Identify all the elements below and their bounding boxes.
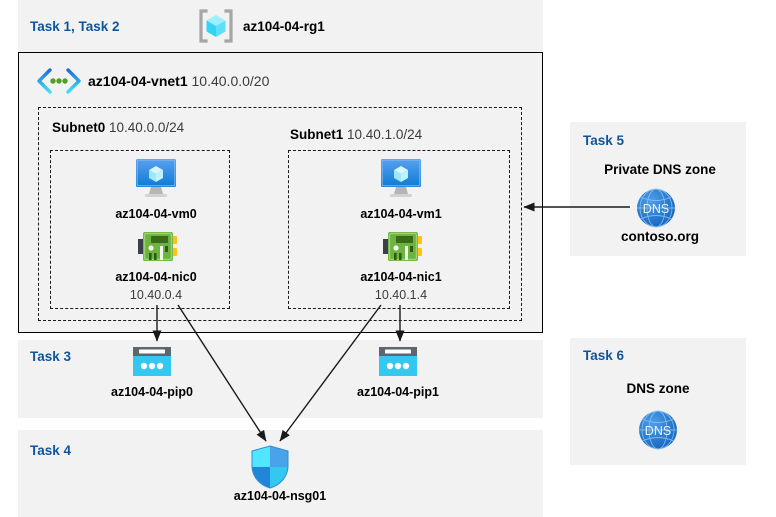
vm1-name: az104-04-vm1	[360, 207, 442, 221]
task-label-5: Task 5	[583, 133, 625, 148]
dns-zone-globe-icon: DNS	[632, 184, 680, 232]
nic1-ip: 10.40.1.4	[374, 288, 428, 302]
svg-text:DNS: DNS	[645, 424, 671, 438]
resource-group-panel	[18, 0, 543, 52]
private-dns-zone-name: contoso.org	[621, 229, 699, 244]
subnet1-label: Subnet1 10.40.1.0/24	[290, 127, 422, 142]
resource-group-name: az104-04-rg1	[243, 19, 325, 34]
nic0-ip: 10.40.0.4	[129, 288, 183, 302]
subnet0-name: Subnet0	[52, 120, 106, 135]
vm0-name: az104-04-vm0	[115, 207, 197, 221]
svg-text:DNS: DNS	[643, 202, 669, 216]
virtual-network-icon	[36, 68, 82, 94]
task-label-1-2: Task 1, Task 2	[30, 19, 120, 34]
nic1-name: az104-04-nic1	[360, 270, 442, 284]
subnet0-box	[50, 150, 230, 309]
public-ip-address-icon	[131, 345, 173, 381]
virtual-machine-icon	[132, 157, 180, 199]
vnet-cidr: 10.40.0.0/20	[191, 73, 270, 89]
vnet-name: az104-04-vnet1	[88, 73, 188, 89]
network-security-group-shield-icon	[249, 444, 291, 490]
pip0-name: az104-04-pip0	[111, 385, 193, 399]
dns-zone-heading: DNS zone	[626, 381, 690, 396]
subnet1-box	[288, 150, 510, 309]
pip1-name: az104-04-pip1	[357, 385, 439, 399]
task-label-4: Task 4	[30, 443, 72, 458]
task-label-3: Task 3	[30, 349, 72, 364]
subnet1-name: Subnet1	[290, 127, 344, 142]
network-interface-icon	[138, 229, 178, 265]
nic0-name: az104-04-nic0	[115, 270, 197, 284]
subnet0-cidr: 10.40.0.0/24	[109, 120, 185, 135]
public-ip-address-icon	[377, 345, 419, 381]
task3-panel	[18, 340, 543, 418]
task-label-6: Task 6	[583, 348, 625, 363]
private-dns-zone-heading: Private DNS zone	[604, 162, 716, 177]
network-interface-icon	[383, 229, 423, 265]
subnet1-cidr: 10.40.1.0/24	[347, 127, 423, 142]
vnet-label: az104-04-vnet1 10.40.0.0/20	[88, 73, 269, 89]
virtual-machine-icon	[377, 157, 425, 199]
dns-zone-globe-icon: DNS	[634, 406, 682, 454]
nsg-name: az104-04-nsg01	[233, 489, 327, 503]
virtual-network-box	[18, 52, 543, 333]
subnet0-label: Subnet0 10.40.0.0/24	[52, 120, 184, 135]
resource-group-cube-icon	[196, 6, 236, 46]
